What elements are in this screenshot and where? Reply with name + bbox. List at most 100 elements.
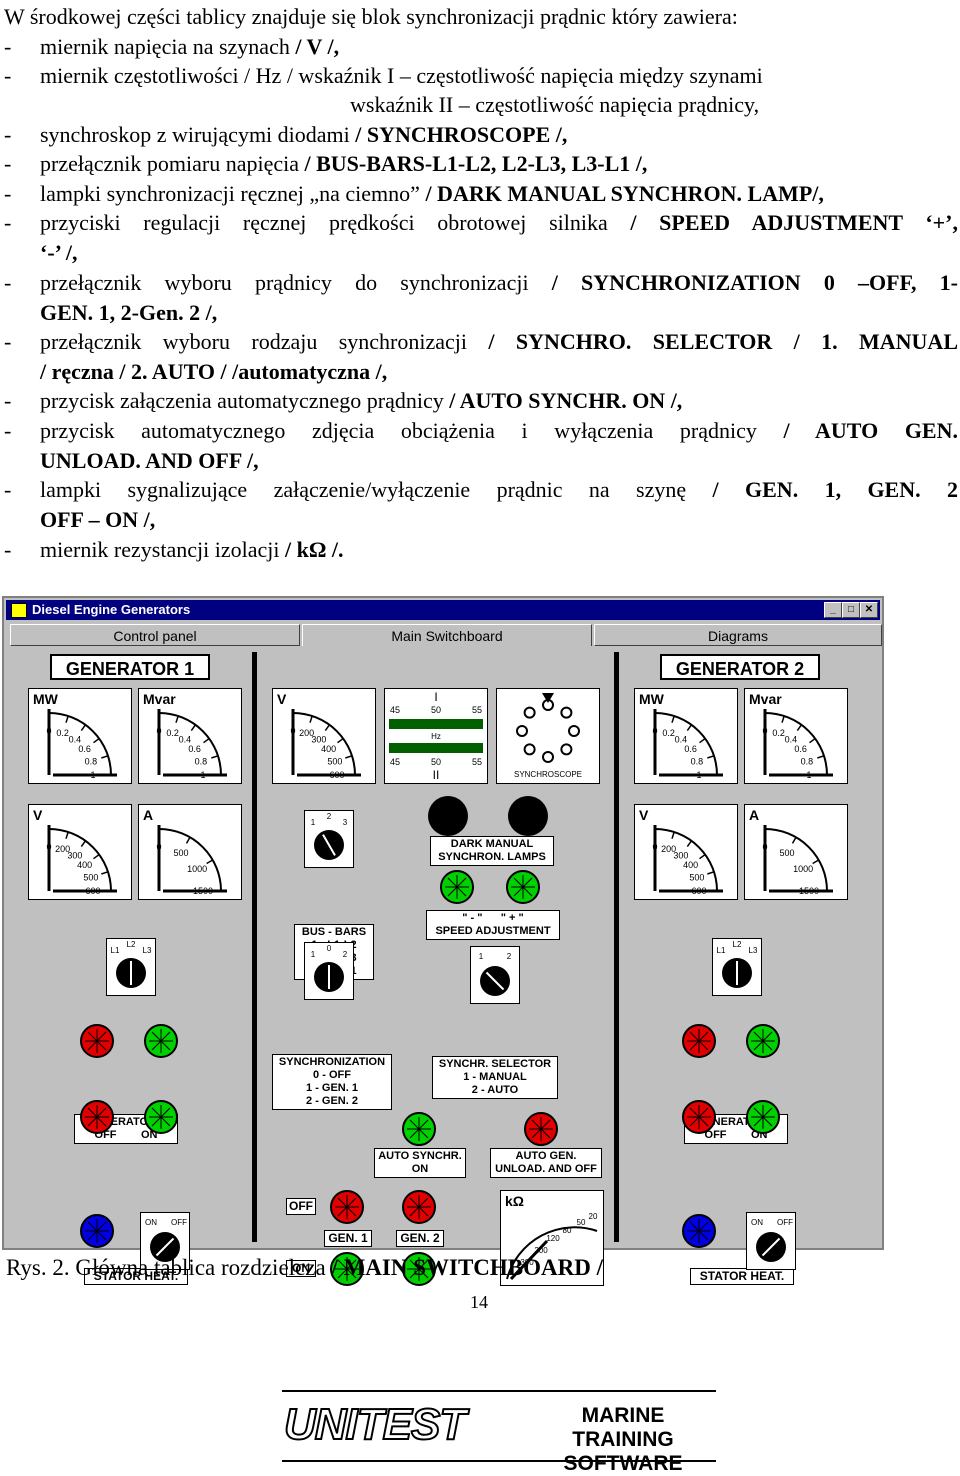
list-item-code: / AUTO GEN. — [783, 418, 958, 443]
window-title: Diesel Engine Generators — [32, 602, 191, 617]
list-item-text: miernik rezystancji izolacji / kΩ /. — [40, 537, 344, 563]
gen2-current-meter: 050010001500A — [744, 804, 848, 900]
meter-tick — [101, 871, 109, 875]
gen2-on-button[interactable] — [746, 1100, 780, 1134]
lamp-cross — [87, 1031, 107, 1051]
auto-synchr-on-button[interactable] — [402, 1112, 436, 1146]
gen2-off-lamp[interactable] — [682, 1024, 716, 1058]
gen2-on-lamp[interactable] — [746, 1024, 780, 1058]
meter-tick — [324, 724, 331, 731]
list-item-description: lampki sygnalizujące załączenie/wyłączen… — [40, 477, 713, 502]
list-item-text: / ręczna / 2. AUTO / /automatyczna /, — [40, 359, 387, 385]
box-line: ON — [411, 1163, 429, 1175]
meter-tick — [707, 871, 715, 875]
gen2-off-button[interactable] — [682, 1100, 716, 1134]
synchroscope-label: SYNCHROSCOPE — [514, 770, 582, 779]
list-item-description: przycisk załączenia automatycznego prądn… — [40, 388, 450, 413]
auto-gen-unload-button[interactable] — [524, 1112, 558, 1146]
lamp-cross — [689, 1031, 709, 1051]
gen1-breaker-on-lamp[interactable] — [330, 1252, 364, 1286]
kohm-tick-label: 120 — [546, 1234, 560, 1243]
lamp-cross — [87, 1107, 107, 1127]
box-line: AUTO GEN. — [515, 1150, 577, 1162]
knob-tick-label: 2 — [343, 950, 348, 959]
meter-tick-label: 0.6 — [794, 744, 807, 754]
meter-tick-label: 500 — [779, 848, 794, 858]
knob-tick-label: OFF — [777, 1218, 793, 1227]
meter-tick-label: 300 — [673, 850, 688, 860]
gen2-mw-meter: 00.20.40.60.81MW — [634, 688, 738, 784]
gen1-breaker-off-lamp[interactable] — [330, 1190, 364, 1224]
speed-plus-button[interactable] — [506, 870, 540, 904]
lamp-cross — [753, 1031, 773, 1051]
gen2-breaker-on-lamp[interactable] — [402, 1252, 436, 1286]
gen1-on-button[interactable] — [144, 1100, 178, 1134]
knob-pointer — [761, 1237, 781, 1257]
knob-pointer — [322, 834, 336, 856]
synchroscope-diode — [560, 706, 573, 719]
list-item-text: przełącznik pomiaru napięcia / BUS-BARS-… — [40, 151, 647, 177]
list-dash: - — [4, 181, 12, 206]
tab-main-switchboard[interactable]: Main Switchboard — [302, 624, 592, 646]
list-item-code: UNLOAD. AND OFF /, — [40, 448, 259, 473]
meter-tick-label: 400 — [321, 744, 336, 754]
lamp-cross — [447, 877, 467, 897]
gen1-on-lamp[interactable] — [144, 1024, 178, 1058]
meter-label: MW — [639, 691, 664, 707]
synchroscope: SYNCHROSCOPE — [496, 688, 600, 784]
list-item-text: UNLOAD. AND OFF /, — [40, 448, 259, 474]
meter-tick-label: 0.8 — [801, 756, 814, 766]
meter-scale — [292, 712, 356, 776]
meter-tick — [671, 831, 675, 839]
maximize-button[interactable]: □ — [842, 602, 860, 618]
meter-tick-label: 300 — [67, 850, 82, 860]
meter-label: V — [33, 807, 43, 823]
list-item-code: OFF – ON /, — [40, 507, 156, 532]
meter-tick-label: 0.2 — [772, 728, 785, 738]
list-item-code: / BUS-BARS-L1-L2, L2-L3, L3-L1 /, — [304, 151, 648, 176]
meter-tick — [686, 724, 693, 731]
knob-tick-label: L1 — [111, 946, 120, 955]
generator-1-label: GENERATOR 1 — [50, 654, 210, 680]
lamp-cross — [151, 1031, 171, 1051]
list-dash: - — [4, 122, 12, 147]
meter-tick — [791, 836, 797, 844]
meter-label: A — [143, 807, 154, 823]
list-item-text: miernik napięcia na szynach / V /, — [40, 34, 339, 60]
kohm-scale — [506, 1226, 598, 1280]
knob-tick-label: ON — [145, 1218, 157, 1227]
meter-tick — [101, 755, 109, 759]
gen2-stator-heat-lamp[interactable] — [682, 1214, 716, 1248]
list-item-text: miernik częstotliwości / Hz / wskaźnik I… — [40, 63, 763, 89]
window-titlebar: Diesel Engine Generators _ □ ✕ — [6, 600, 880, 620]
meter-tick — [80, 840, 87, 847]
gen1-mvar-meter: 00.20.40.60.81Mvar — [138, 688, 242, 784]
switchboard-panel: GENERATOR 1 GENERATOR 2 00.20.40.60.81MW… — [10, 646, 876, 1286]
tab-diagrams[interactable]: Diagrams — [594, 624, 882, 646]
list-item-code: / DARK MANUAL SYNCHRON. LAMP/, — [425, 181, 824, 206]
tab-control-panel[interactable]: Control panel — [10, 624, 300, 646]
speed-minus-button[interactable] — [440, 870, 474, 904]
gen2-breaker-off-lamp[interactable] — [402, 1190, 436, 1224]
meter-tick-label: 0.4 — [69, 734, 82, 744]
meter-tick — [80, 724, 87, 731]
frequency-tick-label: 55 — [472, 757, 482, 767]
close-button[interactable]: ✕ — [860, 602, 878, 618]
list-dash: - — [4, 270, 12, 295]
list-item-description: wskaźnik II – częstotliwość napięcia prą… — [350, 92, 760, 117]
gen1-stator-heat-lamp[interactable] — [80, 1214, 114, 1248]
page-number: 14 — [470, 1292, 488, 1312]
gen1-off-button[interactable] — [80, 1100, 114, 1134]
minimize-button[interactable]: _ — [824, 602, 842, 618]
meter-tick-label: 0.2 — [56, 728, 69, 738]
gen1-off-lamp[interactable] — [80, 1024, 114, 1058]
